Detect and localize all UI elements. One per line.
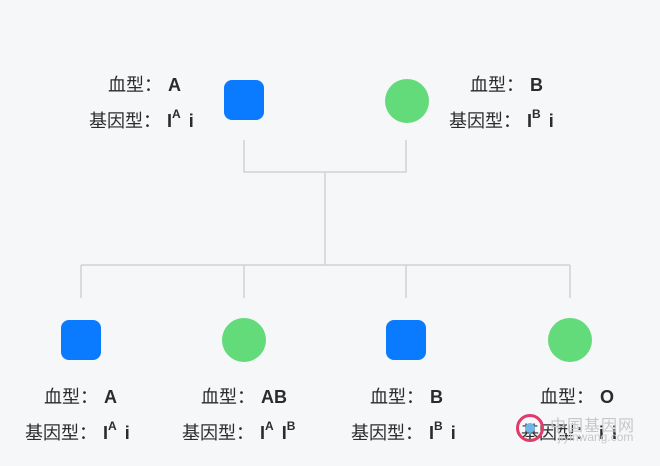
watermark-url: jiyinwang.com [558, 430, 634, 444]
child-3-blood-type: B [430, 387, 443, 407]
child-4-blood-type: O [600, 387, 615, 407]
mother-blood-type: B [530, 75, 543, 95]
watermark-logo-icon [516, 414, 544, 442]
watermark: 中国基因网 jiyinwang.com [516, 414, 646, 448]
mother-symbol [385, 79, 429, 123]
blood-type-key: 血型： [108, 75, 162, 95]
child-3-symbol [386, 320, 426, 360]
father-symbol [224, 80, 264, 120]
genotype-key: 基因型： [89, 111, 161, 131]
child-1-blood-type: A [104, 387, 117, 407]
child-4-symbol [548, 318, 592, 362]
child-1-symbol [61, 320, 101, 360]
child-2-symbol [222, 318, 266, 362]
watermark-name: 中国基因网 [550, 418, 636, 435]
child-2-blood-type: AB [261, 387, 287, 407]
parent-connector [80, 140, 571, 298]
blood-type-key: 血型： [470, 75, 524, 95]
father-blood-type: A [168, 75, 181, 95]
genotype-key: 基因型： [449, 111, 521, 131]
